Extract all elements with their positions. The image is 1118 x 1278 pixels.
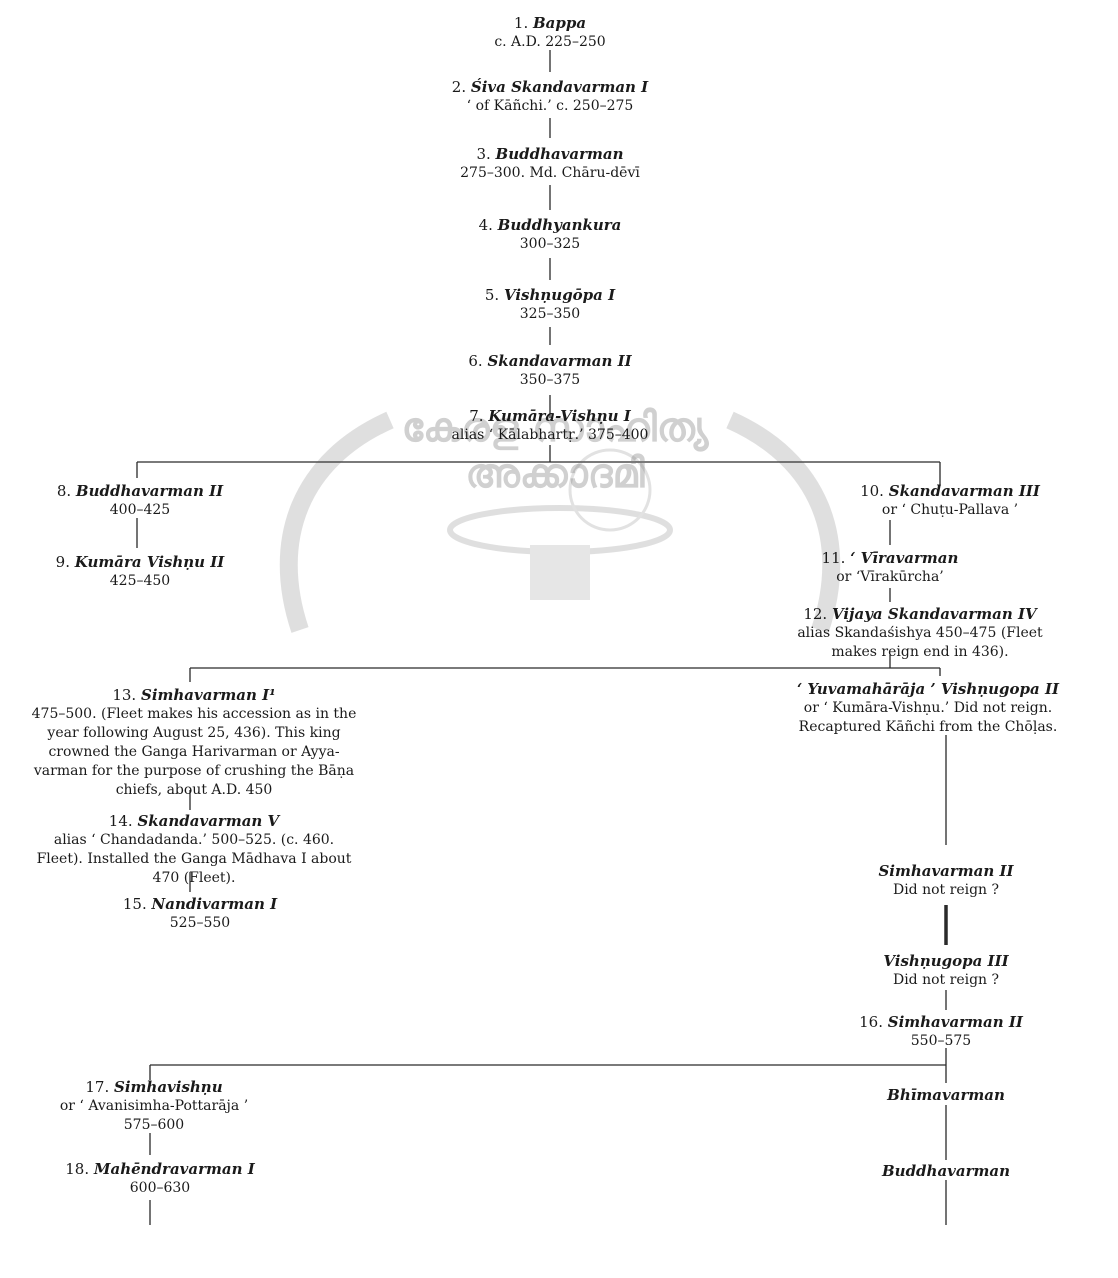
ruler-name: Kumāra Vishṇu II (74, 553, 225, 571)
ruler-name: ‘ Vīravarman (850, 549, 959, 567)
node-2-siva-skandavarman-i: 2. Śiva Skandavarman I ‘ of Kāñchi.’ c. … (380, 78, 720, 116)
ruler-dates: 300–325 (519, 236, 581, 252)
ruler-dates: or ‘ Chuṭu-Pallava ’ (881, 502, 1019, 518)
node-9-kumara-vishnu-ii: 9. Kumāra Vishṇu II 425–450 (10, 553, 270, 591)
node-number: 5. (484, 286, 500, 304)
ruler-dates: c. A.D. 225–250 (494, 34, 606, 50)
node-number: 1. (513, 14, 529, 32)
node-12-vijaya-skandavarman-iv: 12. Vijaya Skandavarman IV alias Skandaś… (735, 605, 1105, 662)
ruler-name: Simhavarman II (887, 1013, 1023, 1031)
ruler-dates: 600–630 (129, 1180, 191, 1196)
ruler-dates: 475–500. (Fleet makes his accession as i… (31, 706, 357, 722)
ruler-dates: 350–375 (519, 372, 581, 388)
ruler-name: Vishṇugōpa I (503, 286, 616, 304)
ruler-dates: 575–600 (123, 1117, 185, 1133)
node-18-mahendravarman-i: 18. Mahēndravarman I 600–630 (20, 1160, 300, 1198)
ruler-dates: alias ‘ Kālabhartṛ.’ 375–400 (451, 427, 649, 443)
node-bhimavarman: Bhīmavarman (866, 1086, 1026, 1105)
ruler-dates: ‘ of Kāñchi.’ c. 250–275 (466, 98, 634, 114)
node-number: 4. (478, 216, 493, 234)
node-number: 12. (803, 605, 828, 623)
node-simhavarman-ii-did-not-reign: Simhavarman II Did not reign ? (846, 862, 1046, 900)
ruler-name: Vishṇugopa III (883, 952, 1009, 970)
ruler-dates: or ‘Vīrakūrcha’ (836, 569, 944, 585)
watermark-text: കേരള സാഹിത്യ അക്കാദമി (401, 405, 709, 497)
node-3-buddhavarman: 3. Buddhavarman 275–300. Md. Chāru-dēvī (380, 145, 720, 183)
ruler-note: 470 (Fleet). (152, 870, 236, 886)
ruler-dates: 275–300. Md. Chāru-dēvī (460, 165, 640, 181)
node-number: 8. (56, 482, 72, 500)
node-6-skandavarman-ii: 6. Skandavarman II 350–375 (420, 352, 680, 390)
ruler-dates: 325–350 (519, 306, 581, 322)
node-13-simhavarman-i: 13. Simhavarman I¹ 475–500. (Fleet makes… (4, 686, 384, 800)
node-4-buddhyankura: 4. Buddhyankura 300–325 (430, 216, 670, 254)
node-number: 3. (476, 145, 491, 163)
ruler-name: Skandavarman II (487, 352, 632, 370)
ruler-name: Skandavarman III (888, 482, 1040, 500)
node-14-skandavarman-v: 14. Skandavarman V alias ‘ Chandadanda.’… (4, 812, 384, 888)
node-17-simhavishnu: 17. Simhavishṇu or ‘ Avanisimha-Pottarāj… (4, 1078, 304, 1135)
node-16-simhavarman-ii: 16. Simhavarman II 550–575 (796, 1013, 1086, 1051)
node-vishnugopa-iii: Vishṇugopa III Did not reign ? (846, 952, 1046, 990)
ruler-name: Simhavishṇu (114, 1078, 223, 1096)
node-yuvamaharaja-vishnugopa-ii: ‘ Yuvamahārāja ’ Vishṇugopa II or ‘ Kumā… (740, 680, 1116, 737)
ruler-note: Fleet). Installed the Ganga Mādhava I ab… (36, 851, 352, 867)
ruler-dates: alias ‘ Chandadanda.’ 500–525. (c. 460. (53, 832, 335, 848)
node-5-vishnugopa-i: 5. Vishṇugōpa I 325–350 (430, 286, 670, 324)
ruler-name: Bappa (533, 14, 587, 32)
node-15-nandivarman-i: 15. Nandivarman I 525–550 (70, 895, 330, 933)
node-number: 11. (821, 549, 846, 567)
ruler-name: Vijaya Skandavarman IV (831, 605, 1037, 623)
ruler-name: Mahēndravarman I (93, 1160, 255, 1178)
node-number: 16. (859, 1013, 883, 1031)
node-1-bappa: 1. Bappa c. A.D. 225–250 (450, 14, 650, 52)
ruler-dates: 400–425 (109, 502, 171, 518)
node-number: 2. (451, 78, 467, 96)
ruler-name: Kumāra-Vishṇu I (488, 407, 631, 425)
ruler-dates: alias Skandaśishya 450–475 (Fleet (797, 625, 1043, 641)
ruler-dates: 525–550 (169, 915, 231, 931)
ruler-name: Buddhavarman (881, 1162, 1011, 1180)
ruler-note: Did not reign ? (892, 882, 1000, 898)
node-buddhavarman-bhima-line: Buddhavarman (866, 1162, 1026, 1181)
ruler-note: year following August 25, 436). This kin… (47, 725, 341, 741)
node-number: 14. (108, 812, 133, 830)
ruler-note: chiefs, about A.D. 450 (115, 782, 273, 798)
node-number: 7. (469, 407, 484, 425)
node-number: 15. (122, 895, 147, 913)
ruler-name: Simhavarman I¹ (140, 686, 276, 704)
ruler-dates: 550–575 (910, 1033, 972, 1049)
node-7-kumara-vishnu-i: 7. Kumāra-Vishṇu I alias ‘ Kālabhartṛ.’ … (400, 407, 700, 445)
ruler-name: Śiva Skandavarman I (470, 78, 649, 96)
ruler-name: Nandivarman I (151, 895, 278, 913)
ruler-dates: 425–450 (109, 573, 171, 589)
node-8-buddhavarman-ii: 8. Buddhavarman II 400–425 (10, 482, 270, 520)
node-11-viravarman: 11. ‘ Vīravarman or ‘Vīrakūrcha’ (780, 549, 1000, 587)
node-number: 6. (468, 352, 483, 370)
ruler-note: Recaptured Kāñchi from the Chōḷas. (798, 719, 1058, 735)
ruler-name: Buddhyankura (497, 216, 622, 234)
ruler-note: crowned the Ganga Harivarman or Ayya- (48, 744, 340, 760)
ruler-name: ‘ Yuvamahārāja ’ Vishṇugopa II (796, 680, 1060, 698)
node-number: 17. (85, 1078, 110, 1096)
ruler-note: makes reign end in 436). (831, 644, 1009, 660)
ruler-name: Bhīmavarman (887, 1086, 1005, 1104)
node-number: 10. (860, 482, 884, 500)
ruler-name: Simhavarman II (878, 862, 1014, 880)
ruler-name: Buddhavarman (495, 145, 624, 163)
node-number: 9. (55, 553, 70, 571)
node-number: 13. (112, 686, 137, 704)
node-10-skandavarman-iii: 10. Skandavarman III or ‘ Chuṭu-Pallava … (790, 482, 1110, 520)
ruler-note: varman for the purpose of crushing the B… (33, 763, 355, 779)
ruler-note: or ‘ Kumāra-Vishṇu.’ Did not reign. (803, 700, 1053, 716)
ruler-note: Did not reign ? (892, 972, 1000, 988)
ruler-note: or ‘ Avanisimha-Pottarāja ’ (59, 1098, 249, 1114)
node-number: 18. (65, 1160, 90, 1178)
ruler-name: Buddhavarman II (75, 482, 224, 500)
ruler-name: Skandavarman V (137, 812, 280, 830)
